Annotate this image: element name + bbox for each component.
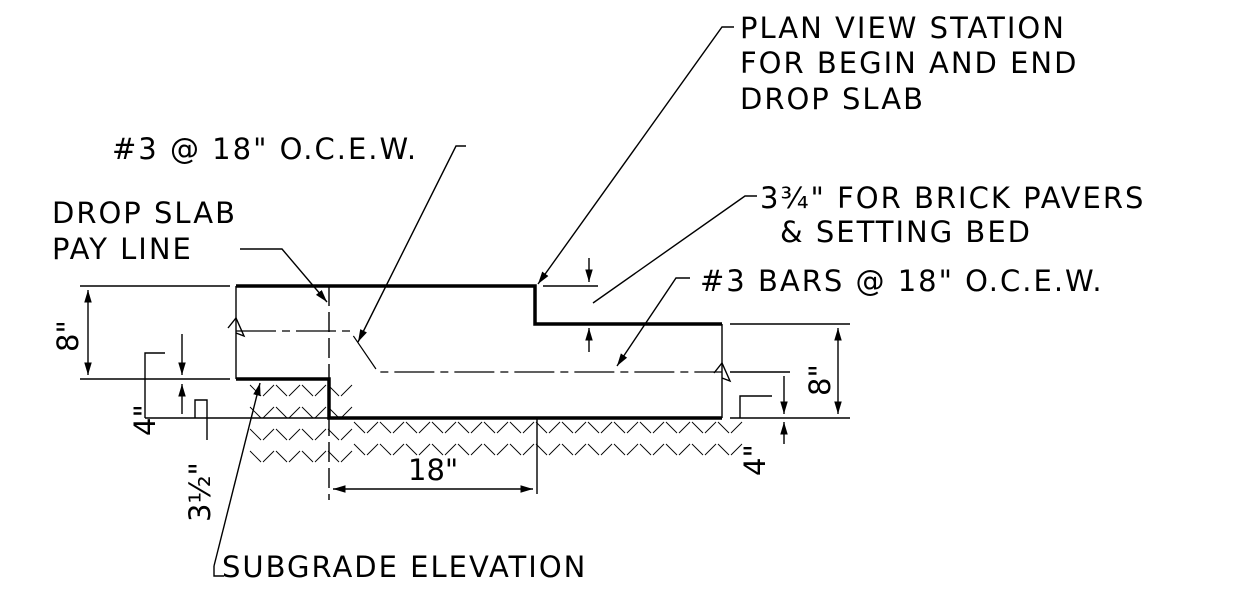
pavers-label-line2: & SETTING BED bbox=[780, 215, 1032, 249]
pay-line-label-line2: PAY LINE bbox=[52, 232, 193, 266]
dim-right-thickness: 8" bbox=[803, 364, 837, 396]
leader-lines bbox=[213, 26, 757, 567]
plan-view-label-line2: FOR BEGIN AND END bbox=[740, 46, 1078, 80]
dimension-lines bbox=[80, 258, 850, 494]
subgrade-leader-hook bbox=[213, 566, 224, 577]
bars-right-label: #3 BARS @ 18" O.C.E.W. bbox=[700, 264, 1104, 298]
plan-view-label-line1: PLAN VIEW STATION bbox=[740, 11, 1066, 45]
subgrade-label: SUBGRADE ELEVATION bbox=[222, 550, 587, 584]
reinforcement-line bbox=[236, 330, 722, 373]
pay-line-label-line1: DROP SLAB bbox=[52, 196, 237, 230]
dim-left-offset: 3½" bbox=[183, 462, 217, 522]
top-bars-label: #3 @ 18" O.C.E.W. bbox=[112, 132, 418, 166]
slab-outline bbox=[227, 284, 732, 420]
dim-left-thickness: 8" bbox=[51, 320, 85, 352]
dim-right-step: 4" bbox=[738, 444, 772, 476]
subgrade-hatching bbox=[249, 384, 743, 463]
plan-view-label-line3: DROP SLAB bbox=[740, 82, 925, 116]
dim-drop-width: 18" bbox=[408, 453, 458, 487]
pavers-label-line1: 3¾" FOR BRICK PAVERS bbox=[760, 181, 1145, 215]
dim-left-step: 4" bbox=[128, 404, 162, 436]
